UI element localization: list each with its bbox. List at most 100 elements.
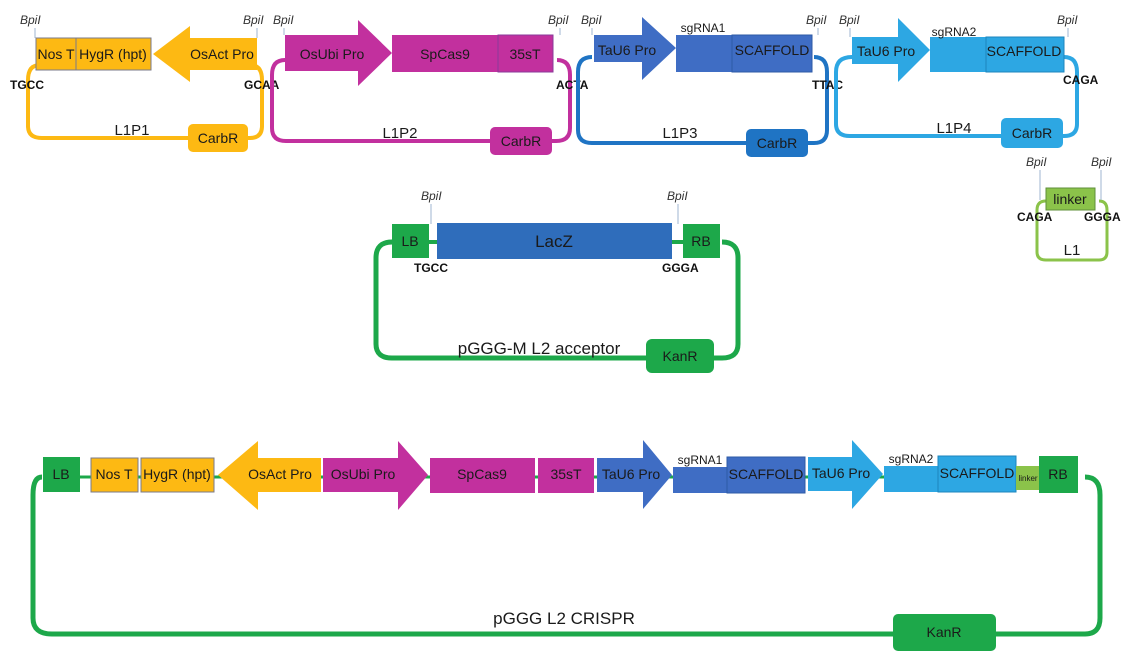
l1p2-marker-carbr [490, 127, 552, 155]
final-label-spcas9: SpCas9 [457, 466, 507, 482]
final-label-sgrna1: sgRNA1 [678, 453, 723, 467]
l1p3-label-sgrna1: sgRNA1 [681, 21, 726, 35]
l1p1-overhang-left: TGCC [10, 78, 44, 92]
l1p3-part-tau6-pro [594, 17, 676, 80]
l1-part-linker [1045, 187, 1096, 211]
l1p1-label-nos-t: Nos T [37, 46, 75, 62]
final-part-sgrna2 [884, 466, 938, 492]
l1p1-label-hygr: HygR (hpt) [79, 46, 147, 62]
plasmid-l1p4: TaU6 Pro sgRNA2 SCAFFOLD CarbR L1P4 CAGA… [834, 13, 1099, 148]
l1-backbone [1035, 199, 1109, 262]
final-name: pGGG L2 CRISPR [493, 609, 635, 628]
final-part-tau6-pro-2 [808, 440, 883, 509]
l1p2-bpi-left: BpiI [273, 13, 294, 27]
acceptor-marker-kanr [646, 339, 714, 373]
l1p1-overhang-right: GCAA [244, 78, 280, 92]
final-label-hygr: HygR (hpt) [143, 466, 211, 482]
l1-overhang-left: CAGA [1017, 210, 1053, 224]
l1p3-overhang-right: TTAC [812, 78, 843, 92]
l1p4-backbone [834, 55, 1079, 138]
l1-bpi-right: BpiI [1091, 155, 1112, 169]
acceptor-part-lb [392, 224, 429, 258]
l1p1-marker-carbr [188, 124, 248, 152]
acceptor-bpi-right: BpiI [667, 189, 688, 203]
final-label-sgrna2: sgRNA2 [889, 452, 934, 466]
l1p2-label-osubi-pro: OsUbi Pro [300, 46, 365, 62]
final-backbone [30, 474, 1103, 637]
acceptor-bpi-left: BpiI [421, 189, 442, 203]
plasmid-l1p1: Nos T HygR (hpt) OsAct Pro CarbR L1P1 TG… [10, 13, 280, 152]
acceptor-name: pGGG-M L2 acceptor [458, 339, 621, 358]
final-part-sgrna1 [673, 467, 727, 493]
l1p3-label-carbr: CarbR [757, 135, 797, 151]
final-label-nos-t: Nos T [95, 466, 133, 482]
final-part-rb [1039, 456, 1078, 493]
l1p1-bpi-right: BpiI [243, 13, 264, 27]
l1p2-overhang-right: ACTA [556, 78, 589, 92]
l1p4-marker-carbr [1001, 118, 1063, 148]
final-part-lb [43, 457, 80, 492]
l1p3-label-scaffold: SCAFFOLD [735, 42, 810, 58]
final-label-tau6-pro-1: TaU6 Pro [602, 466, 661, 482]
final-label-scaffold-1: SCAFFOLD [729, 466, 804, 482]
plasmid-l1p3: TaU6 Pro sgRNA1 SCAFFOLD CarbR L1P3 TTAC… [576, 13, 843, 157]
l1p3-name: L1P3 [662, 125, 697, 142]
acceptor-backbone [373, 239, 741, 361]
final-label-scaffold-2: SCAFFOLD [940, 465, 1015, 481]
l1p4-overhang-right: CAGA [1063, 73, 1099, 87]
l1p4-label-scaffold: SCAFFOLD [987, 43, 1062, 59]
l1p2-label-spcas9: SpCas9 [420, 46, 470, 62]
plasmid-l2-acceptor: LB LacZ RB KanR pGGG-M L2 acceptor TGCC … [373, 189, 741, 373]
l1-name: L1 [1064, 242, 1081, 259]
l1p4-name: L1P4 [936, 120, 971, 137]
final-part-spcas9 [430, 458, 535, 493]
final-part-scaffold-1 [726, 456, 806, 494]
l1p4-label-sgrna2: sgRNA2 [932, 25, 977, 39]
acceptor-overhang-left: TGCC [414, 261, 448, 275]
acceptor-part-lacz [437, 223, 672, 259]
final-part-osact-pro [218, 441, 321, 510]
l1p2-bpi-right: BpiI [548, 13, 569, 27]
l1p1-label-carbr: CarbR [198, 130, 238, 146]
l1p2-part-osubi-pro [285, 20, 392, 86]
final-label-35st: 35sT [550, 466, 582, 482]
l1p4-bpi-left: BpiI [839, 13, 860, 27]
l1p1-name: L1P1 [114, 122, 149, 139]
final-part-35st [538, 458, 594, 493]
l1p4-bpi-right: BpiI [1057, 13, 1078, 27]
final-label-linker: linker [1018, 474, 1037, 483]
l1p3-part-sgrna1 [676, 35, 732, 72]
l1p3-label-tau6-pro: TaU6 Pro [598, 42, 657, 58]
acceptor-overhang-right: GGGA [662, 261, 699, 275]
plasmid-l1p2: OsUbi Pro SpCas9 35sT CarbR L1P2 ACTA Bp… [270, 13, 589, 155]
final-label-lb: LB [52, 466, 69, 482]
final-part-tau6-pro-1 [597, 440, 672, 509]
l1p4-label-tau6-pro: TaU6 Pro [857, 43, 916, 59]
final-part-scaffold-2 [937, 455, 1017, 493]
final-label-tau6-pro-2: TaU6 Pro [812, 465, 871, 481]
l1p4-part-scaffold [985, 36, 1065, 73]
l1p4-part-sgrna2 [930, 37, 986, 72]
acceptor-label-lb: LB [401, 233, 418, 249]
l1p2-name: L1P2 [382, 125, 417, 142]
l1p1-bpi-left: BpiI [20, 13, 41, 27]
l1p2-backbone [270, 58, 572, 143]
l1p1-label-osact-pro: OsAct Pro [190, 46, 254, 62]
l1p2-part-35st [497, 34, 554, 73]
final-label-rb: RB [1048, 466, 1067, 482]
l1-label-linker: linker [1053, 191, 1087, 207]
acceptor-label-kanr: KanR [662, 348, 697, 364]
acceptor-label-rb: RB [691, 233, 710, 249]
plasmid-l2-crispr: LB Nos T HygR (hpt) OsAct Pro OsUbi Pro … [30, 440, 1103, 651]
l1p3-marker-carbr [746, 129, 808, 157]
l1p1-part-osact-pro [153, 26, 257, 82]
l1p2-part-spcas9 [392, 35, 498, 72]
acceptor-label-lacz: LacZ [535, 232, 573, 251]
l1p3-part-scaffold [731, 34, 813, 73]
l1p4-part-tau6-pro [852, 18, 930, 82]
l1p4-label-carbr: CarbR [1012, 125, 1052, 141]
final-label-kanr: KanR [926, 624, 961, 640]
l1-bpi-left: BpiI [1026, 155, 1047, 169]
l1p1-backbone [26, 63, 264, 140]
